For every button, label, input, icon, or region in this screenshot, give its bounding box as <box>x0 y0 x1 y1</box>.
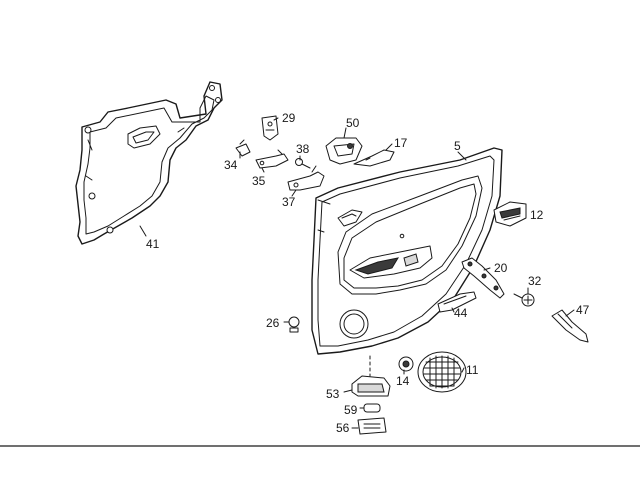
callout-14: 14 <box>396 374 410 388</box>
callout-41: 41 <box>146 237 160 251</box>
part-32-clip <box>513 293 535 307</box>
callout-labels: 41 29 50 17 5 34 38 35 37 12 20 32 47 44… <box>146 111 590 435</box>
part-12-switch <box>493 201 527 227</box>
callout-11: 11 <box>466 363 479 377</box>
part-41-panel-frame <box>75 81 223 245</box>
callout-59: 59 <box>344 403 358 417</box>
callout-37: 37 <box>282 195 296 209</box>
callout-5: 5 <box>454 139 461 153</box>
callout-34: 34 <box>224 158 238 172</box>
callout-53: 53 <box>326 387 340 401</box>
part-35-bracket <box>255 149 289 169</box>
part-11-speaker-grille <box>417 351 467 393</box>
part-34-clip <box>235 139 251 157</box>
leader-lines <box>139 117 575 429</box>
callout-50: 50 <box>346 116 360 130</box>
part-56-socket <box>357 417 387 435</box>
part-59-bulb <box>363 403 381 413</box>
part-20-bracket <box>461 257 505 299</box>
part-47-trim-piece <box>551 309 589 343</box>
callout-29: 29 <box>282 111 296 125</box>
part-14-grommet <box>398 356 414 372</box>
callout-20: 20 <box>494 261 508 275</box>
part-26-fastener <box>288 316 300 333</box>
callout-17: 17 <box>394 136 408 150</box>
callout-35: 35 <box>252 174 266 188</box>
part-53-lamp-housing <box>351 375 391 397</box>
callout-47: 47 <box>576 303 590 317</box>
callout-26: 26 <box>266 316 280 330</box>
callout-12: 12 <box>530 208 544 222</box>
part-50-handle-housing <box>325 137 363 165</box>
callout-32: 32 <box>528 274 542 288</box>
part-29-bracket <box>261 115 279 141</box>
part-5-door-trim-panel <box>311 147 503 355</box>
part-37-bracket <box>287 165 325 191</box>
part-44-bezel <box>437 291 477 313</box>
part-38-screw <box>295 158 311 169</box>
callout-38: 38 <box>296 142 310 156</box>
part-17-trim-strip <box>353 149 395 167</box>
callout-56: 56 <box>336 421 350 435</box>
callout-44: 44 <box>454 306 468 320</box>
